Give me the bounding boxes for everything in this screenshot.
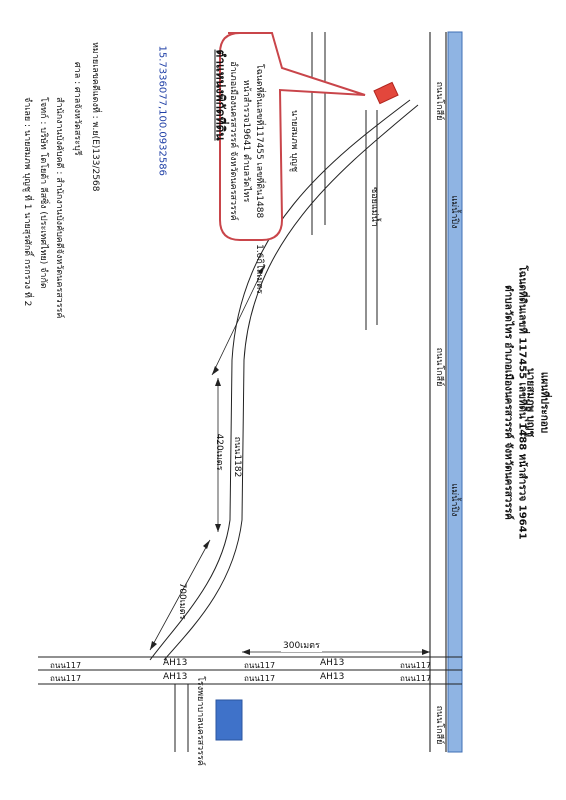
- road117-label-f: ถนน117: [400, 674, 432, 683]
- footer-case-no: หมายเลขคดีแดงที่ : พ.ย(E)133/2568: [90, 42, 100, 192]
- callout-line2: หน้าสำรวจ19641 ตำบลวัดไทร: [241, 79, 251, 203]
- arrowhead-700-a: [203, 540, 210, 549]
- map-location: ตำบลวัดไทร อำเภอเมืองนครสวรรค์ จังหวัดนค…: [502, 285, 514, 520]
- footer-court: ศาล : ศาลจังหวัดสระบุรี: [72, 62, 82, 156]
- coord-value: 15.7336077,100.0932586: [156, 45, 168, 176]
- distance-300-label: 300เมตร: [281, 638, 322, 652]
- arrowhead-420-a: [215, 378, 221, 386]
- road117-label-e: ถนน117: [244, 674, 276, 683]
- arrowhead-1600-a: [212, 366, 219, 375]
- footer-defendant: จำเลย : นายสมภพ บุญชู ที่ 1 นายสุรศักดิ์…: [22, 97, 32, 307]
- distance-1600-label: 1.6กิโลเมตร: [254, 244, 264, 294]
- road-1182-curve-1: [149, 99, 411, 661]
- callout-line1: โฉนดที่ดินเลขที่117455 เลขที่ดิน1488: [254, 63, 264, 219]
- arrow-1600: [211, 264, 266, 376]
- ah13-label-b: AH13: [320, 658, 345, 668]
- arrowhead-300-b: [422, 649, 430, 655]
- soi-label: ซอยแม่น้ำ: [369, 187, 379, 227]
- hospital-label: โรงพยาบาลนครสวรรค์: [195, 676, 205, 766]
- arrowhead-1600-b: [258, 265, 265, 274]
- arrow-700: [149, 539, 211, 651]
- callout-box: [219, 32, 366, 241]
- road117-label-b: ถนน117: [244, 661, 276, 670]
- road-kosi-label-mid: ถนนโกสีย์: [434, 347, 444, 387]
- ah13-label-a: AH13: [163, 658, 188, 668]
- footer-office: สำนักงานบังคับคดี : สำนักงานบังคับคดีจัง…: [54, 97, 64, 319]
- road117-label-d: ถนน117: [50, 674, 82, 683]
- ah13-label-d: AH13: [320, 672, 345, 682]
- map-deed: โฉนดที่ดินเลขที่ 117455 เลขที่ดิน 1488 ห…: [516, 265, 528, 540]
- hospital-marker: [215, 699, 243, 741]
- road117-label-c: ถนน117: [400, 661, 432, 670]
- river-ping: [447, 31, 463, 753]
- distance-700-label: 700เมตร: [177, 582, 187, 620]
- arrowhead-300-a: [242, 649, 250, 655]
- distance-420-label: 420เมตร: [214, 433, 224, 471]
- coord-heading: ตำแหน่งพิกัดที่ดิน: [213, 49, 228, 141]
- river-label-top: แม่น้ำปิง: [449, 195, 459, 229]
- road-1182-curve-2: [163, 104, 419, 661]
- ah13-label-c: AH13: [163, 672, 188, 682]
- arrowhead-700-b: [150, 641, 157, 650]
- road-1182-label: ถนน1182: [232, 436, 242, 478]
- river-label-mid: แม่น้ำปิง: [449, 483, 459, 517]
- road117-label-a: ถนน117: [50, 661, 82, 670]
- land-plot-marker: [373, 81, 399, 105]
- map-heading: แผนที่ประกอบ: [538, 371, 550, 434]
- callout-owner: นายสมภพ บุญชู: [289, 109, 299, 173]
- arrowhead-420-b: [215, 524, 221, 532]
- road-kosi-label-bottom: ถนนโกสีย์: [434, 705, 444, 745]
- footer-plaintiff: โจทก์ : บริษัท โตโยต้า ลีสซิ่ง (ประเทศไท…: [38, 97, 48, 289]
- road-kosi-label-top: ถนนโกสีย์: [434, 81, 444, 121]
